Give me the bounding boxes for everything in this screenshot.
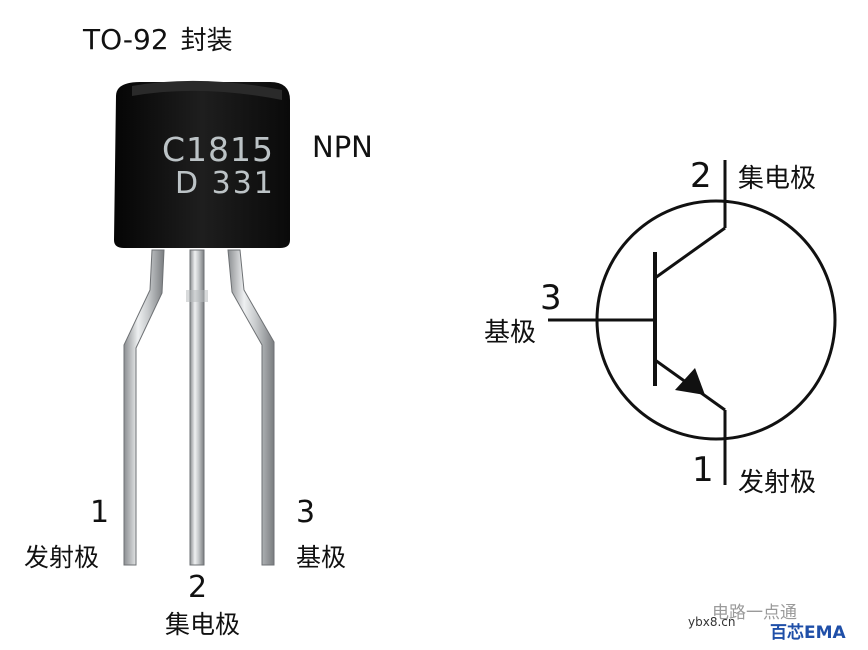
watermark-brand: 百芯EMA xyxy=(770,623,846,643)
photo-pin1-label: 发射极 xyxy=(24,543,100,572)
symbol-collector-label: 集电极 xyxy=(738,164,817,194)
photo-pin2-label: 集电极 xyxy=(165,610,241,639)
lead-collector xyxy=(189,249,205,566)
watermark-site: ybx8.cn xyxy=(688,615,736,629)
symbol-base-number: 3 xyxy=(540,278,562,318)
transistor-type: NPN xyxy=(312,130,373,164)
photo-pin3-label: 基极 xyxy=(296,543,347,572)
transistor-leads xyxy=(123,249,275,566)
symbol-emitter-label: 发射极 xyxy=(738,468,817,498)
transistor-body xyxy=(114,80,290,248)
package-title: TO-92 封装 xyxy=(83,20,233,57)
symbol-emitter-number: 1 xyxy=(692,450,714,490)
symbol-collector-number: 2 xyxy=(690,156,712,196)
symbol-base-label: 基极 xyxy=(484,318,537,348)
collector-line xyxy=(654,226,726,280)
marking-line1: C1815 xyxy=(162,130,275,169)
photo-pin1-number: 1 xyxy=(90,495,110,530)
photo-pin3-number: 3 xyxy=(296,495,316,530)
package-suffix: 封装 xyxy=(180,26,233,56)
watermark-account: 电路一点通 xyxy=(712,603,797,623)
lead-emitter xyxy=(123,249,165,566)
package-name: TO-92 xyxy=(83,23,169,56)
lead-base xyxy=(227,249,275,566)
marking-line2: D 331 xyxy=(175,166,275,201)
emitter-arrow xyxy=(675,368,705,395)
photo-pin2-number: 2 xyxy=(188,570,208,605)
